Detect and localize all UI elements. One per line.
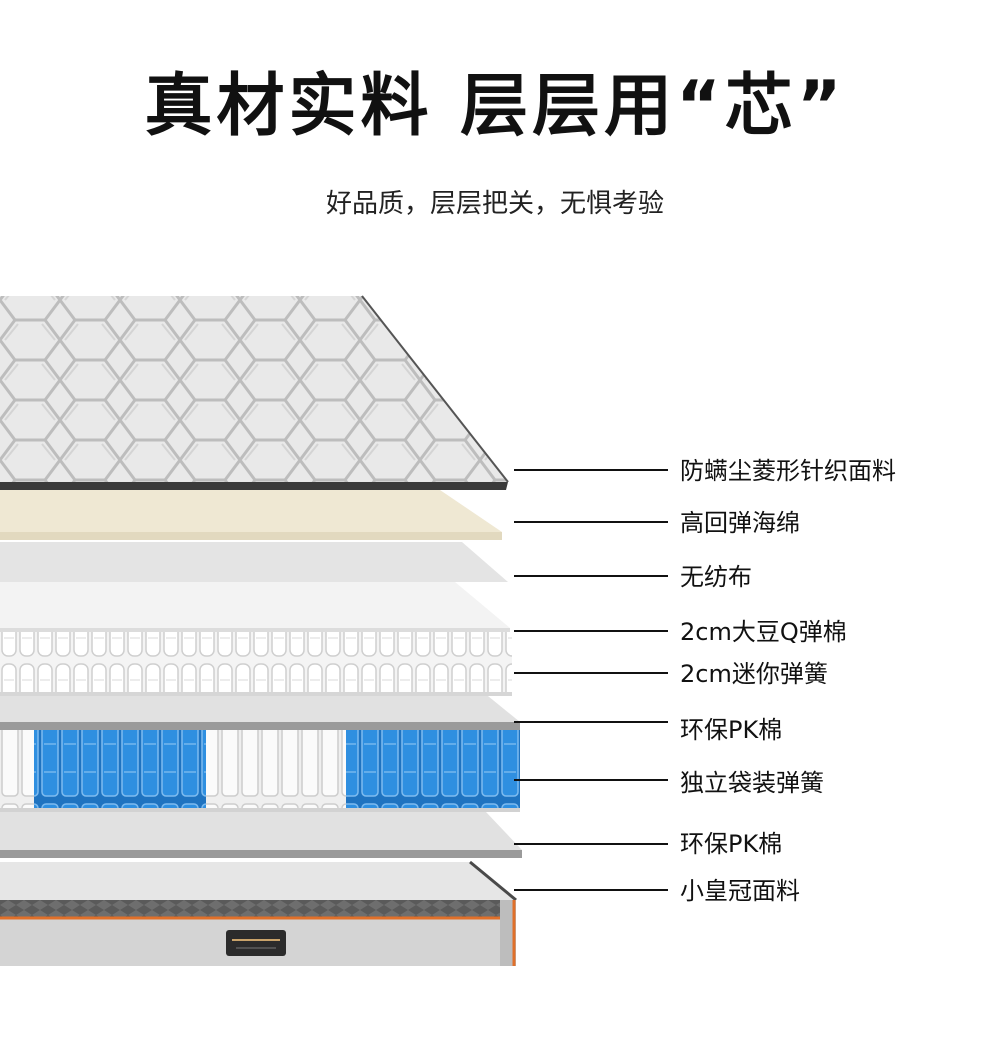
leader-line — [514, 889, 668, 891]
layer-foam — [0, 490, 502, 540]
layer-label: 2cm大豆Q弹棉 — [680, 618, 847, 646]
brand-tag-icon — [226, 930, 286, 956]
mattress-layers-illustration — [0, 295, 522, 966]
layer-label: 环保PK棉 — [680, 830, 783, 858]
layer-soy-cotton — [0, 582, 510, 632]
layer-label: 高回弹海绵 — [680, 509, 800, 537]
layer-label: 防螨尘菱形针织面料 — [680, 457, 896, 485]
layer-quilted-fabric — [0, 295, 509, 490]
layer-label: 小皇冠面料 — [680, 877, 800, 905]
leader-line — [514, 672, 668, 674]
layer-label: 无纺布 — [680, 563, 752, 591]
page-subtitle: 好品质，层层把关，无惧考验 — [325, 189, 664, 219]
leader-line — [514, 721, 668, 723]
layer-label: 环保PK棉 — [680, 716, 783, 744]
page-title: 真材实料 层层用“芯” — [144, 67, 846, 146]
leader-line — [514, 779, 668, 781]
leader-line — [514, 843, 668, 845]
layer-mini-springs — [0, 632, 512, 696]
layer-crown-fabric — [0, 860, 517, 966]
layer-label: 2cm迷你弹簧 — [680, 660, 828, 688]
layer-pk-cotton-upper — [0, 696, 520, 730]
layer-label: 独立袋装弹簧 — [680, 769, 824, 797]
leader-line — [514, 521, 668, 523]
leader-line — [514, 469, 668, 471]
layer-nonwoven — [0, 542, 508, 582]
leader-line — [514, 575, 668, 577]
leader-line — [514, 630, 668, 632]
layer-pk-cotton-lower — [0, 812, 522, 858]
layer-pocket-springs — [0, 730, 520, 812]
